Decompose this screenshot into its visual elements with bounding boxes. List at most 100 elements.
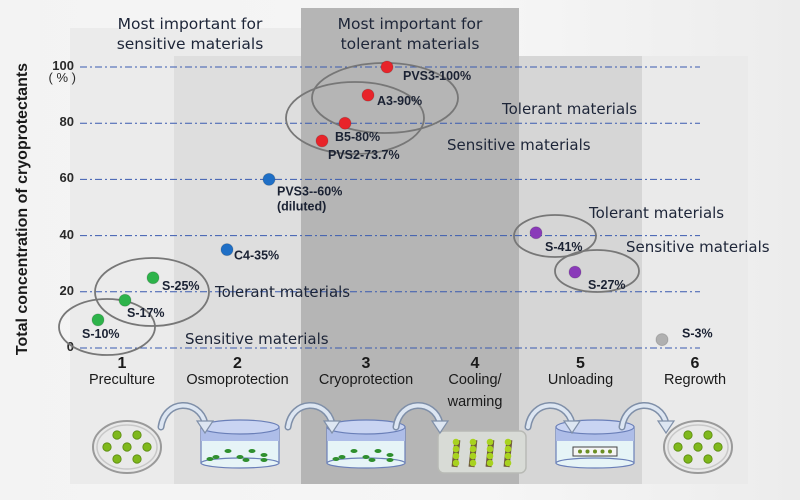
data-label: A3-90% <box>377 94 422 108</box>
explant-dot <box>386 458 394 462</box>
data-label: PVS3--60% <box>277 184 342 198</box>
explant-dot <box>236 455 244 459</box>
y-unit-label: ( % ) <box>48 70 76 85</box>
y-tick-label-100: 100 <box>52 58 74 73</box>
step-label: Regrowth <box>663 372 727 388</box>
explant-dot <box>338 455 346 459</box>
explant-dot <box>260 453 268 457</box>
explant-dot <box>713 442 723 452</box>
explant-dot <box>673 442 683 452</box>
explant-dot <box>486 438 494 446</box>
explant-dot <box>683 454 693 464</box>
explant-dot <box>703 454 713 464</box>
explant-dot <box>486 445 494 453</box>
explant-dot <box>102 442 112 452</box>
cassette-dot <box>593 449 597 454</box>
explant-dot <box>469 459 477 467</box>
explant-dot <box>504 452 512 460</box>
cassette-dot <box>578 449 582 454</box>
header-tolerant-line1: Most important for <box>337 15 483 33</box>
explant-dot <box>112 454 122 464</box>
arrow-2-3-icon <box>286 403 334 429</box>
annotation-label: Tolerant materials <box>214 283 350 301</box>
step-label: Cryoprotection <box>318 372 414 388</box>
annotation-label: Sensitive materials <box>185 330 329 348</box>
data-point-s-41- <box>529 226 543 240</box>
header-tolerant: Most important for tolerant materials <box>301 14 519 54</box>
explant-dot <box>362 455 370 459</box>
step-number: 6 <box>690 355 700 372</box>
explant-dot <box>469 452 477 460</box>
band-step-1-header <box>174 28 301 56</box>
explant-dot <box>452 438 460 446</box>
explant-dot <box>212 455 220 459</box>
data-label: B5-80% <box>335 130 380 144</box>
plate-inner <box>667 424 729 470</box>
data-label: S-17% <box>127 306 165 320</box>
data-point-a3-90- <box>361 88 375 102</box>
data-label: S-41% <box>545 240 583 254</box>
dish-unloading-icon <box>555 419 635 469</box>
annotation-label: Tolerant materials <box>588 204 724 222</box>
arrow-1-2-icon <box>159 403 207 429</box>
explant-dot <box>504 438 512 446</box>
explant-dot <box>486 452 494 460</box>
step-number: 4 <box>470 355 480 372</box>
explant-dot <box>332 457 340 461</box>
explant-dot <box>486 459 494 467</box>
arrow-3-4-icon-head <box>430 420 450 435</box>
dish-osmoprotection-icon <box>200 419 280 469</box>
data-point-pvs2-73-7- <box>315 134 329 148</box>
annotation-label: Sensitive materials <box>626 238 770 256</box>
data-point-b5-80- <box>338 116 352 130</box>
step-label: Preculture <box>88 372 156 388</box>
header-sensitive-line1: Most important for <box>117 15 263 33</box>
arrow-4-5-icon-head <box>562 420 582 435</box>
explant-dot <box>452 459 460 467</box>
annotation-label: Tolerant materials <box>501 100 637 118</box>
dish-lid <box>326 419 406 435</box>
explant-dot <box>452 445 460 453</box>
y-tick-label-0: 0 <box>66 339 74 354</box>
explant-dot <box>469 438 477 446</box>
explant-dot <box>142 442 152 452</box>
cassette-dot <box>585 449 590 454</box>
explant-dot <box>132 454 142 464</box>
plate-inner <box>96 424 158 470</box>
cryo-strips-icon <box>437 430 527 474</box>
ellipse-tolerant-step5 <box>513 214 597 258</box>
step-label: Unloading <box>547 372 614 388</box>
annotation-label: Sensitive materials <box>447 136 591 154</box>
explant-dot <box>122 442 132 452</box>
strip-plate <box>437 430 527 474</box>
explant-dot <box>368 458 376 462</box>
data-point-s-25- <box>146 271 160 285</box>
data-point-s-3- <box>655 333 669 347</box>
explant-dot <box>504 445 512 453</box>
data-point-s-17- <box>118 293 132 307</box>
step-number: 1 <box>117 355 127 372</box>
arrow-5-6-icon-head <box>656 420 676 435</box>
data-point-pvs3-100- <box>380 60 394 74</box>
explant-dot <box>260 458 268 462</box>
explant-dot <box>350 449 358 453</box>
data-label: PVS2-73.7% <box>328 148 400 162</box>
petri-plate-preculture-icon <box>92 420 162 474</box>
dish-base <box>555 457 635 469</box>
explant-dot <box>112 430 122 440</box>
step-label-line2: warming <box>447 394 503 410</box>
arrow-3-4-icon <box>394 403 442 429</box>
arrow-2-3-icon-head <box>322 420 342 435</box>
dish-cryoprotection-icon <box>326 419 406 469</box>
explant-dot <box>386 453 394 457</box>
explant-dot <box>452 452 460 460</box>
data-label-sub: (diluted) <box>277 199 326 213</box>
explant-dot <box>703 430 713 440</box>
